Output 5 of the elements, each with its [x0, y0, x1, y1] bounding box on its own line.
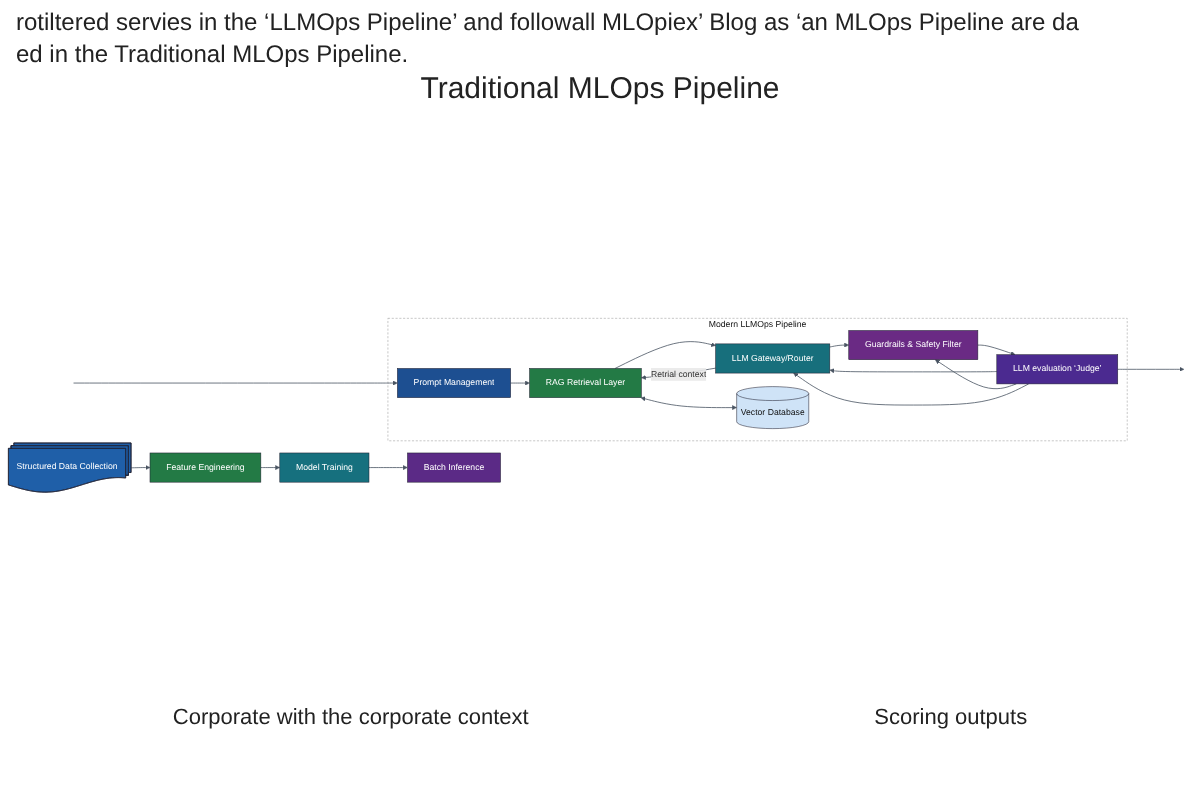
note-text: Corporate with the corporate context: [172, 706, 529, 730]
section-heading: Traditional MLOps Pipeline: [418, 72, 782, 106]
intro-text: ed in the Traditional MLOps Pipeline.: [16, 40, 411, 68]
note-text: Scoring outputs: [874, 706, 1028, 730]
intro-text: rotiltered servies in the ‘LLMOps Pipeline’ and followall MLOpiex’ Blog as ‘an MLOps Pipeline are da: [16, 8, 1081, 36]
